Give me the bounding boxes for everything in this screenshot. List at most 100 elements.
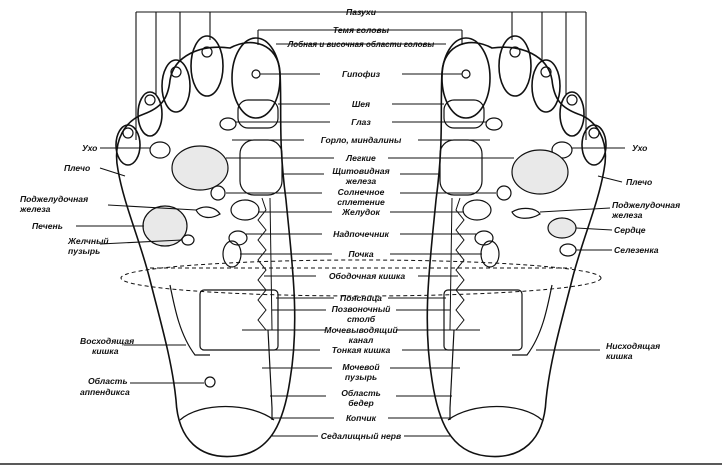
left-toe-3-point [170, 66, 182, 78]
left-stomach-zone [230, 199, 260, 221]
right-heel-zone [447, 406, 543, 421]
label-small-intestine: Тонкая кишка [332, 345, 391, 355]
left-toe-5-point [122, 127, 134, 139]
left-solar-plexus [210, 185, 226, 201]
label-appendix-1: Область [88, 376, 128, 386]
left-toe-5 [115, 124, 141, 166]
label-shoulder-right: Плечо [626, 177, 652, 187]
right-toe-5-point [588, 127, 600, 139]
label-bladder-2: пузырь [345, 372, 377, 382]
label-descending-1: Нисходящая [606, 341, 660, 351]
label-descending-2: кишка [606, 351, 633, 361]
label-crown: Темя головы [333, 25, 390, 35]
right-toe-3 [531, 59, 561, 113]
label-eye: Глаз [351, 117, 371, 127]
left-toe-4-point [144, 94, 156, 106]
right-toe-2 [498, 35, 532, 97]
label-adrenal: Надпочечник [333, 229, 389, 239]
left-toe-3 [161, 59, 191, 113]
label-lumbar: Поясница [340, 293, 382, 303]
label-ear-right: Ухо [632, 143, 647, 153]
label-spine-1: Позвоночный [332, 304, 392, 314]
label-solar-1: Солнечное [338, 187, 385, 197]
left-pituitary-point [251, 69, 261, 79]
right-toe-5 [581, 124, 607, 166]
label-ascending-1: Восходящая [80, 336, 134, 346]
label-gall-1: Желчный [67, 236, 109, 246]
left-big-toe [231, 37, 281, 119]
left-foot [115, 35, 296, 458]
right-stomach-zone [462, 199, 492, 221]
right-neck-zone [443, 99, 485, 129]
label-spine-2: столб [347, 314, 376, 324]
label-armpit: Пазухи [346, 7, 377, 17]
right-toe-2-point [509, 46, 521, 58]
label-neck: Шея [352, 99, 370, 109]
left-small-intestine [199, 289, 279, 351]
left-toe-4 [137, 91, 163, 137]
label-spleen: Селезенка [614, 245, 659, 255]
label-solar-2: сплетение [337, 197, 385, 207]
label-appendix-2: аппендикса [80, 387, 130, 397]
label-ureter-2: канал [349, 335, 374, 345]
label-heart: Сердце [614, 225, 646, 235]
left-neck-zone [237, 99, 279, 129]
label-ascending-2: кишка [92, 346, 119, 356]
right-toe-4-point [566, 94, 578, 106]
right-pituitary-point [461, 69, 471, 79]
left-toe-2-point [201, 46, 213, 58]
right-spleen-zone [559, 243, 577, 257]
right-eye-zone [485, 117, 503, 131]
left-adrenal-zone [228, 230, 248, 246]
label-thyroid-2: железа [345, 176, 377, 186]
label-hips-2: бедер [348, 398, 374, 408]
right-descending-colon [512, 284, 553, 356]
left-ear-zone [149, 141, 171, 159]
right-toe-3-point [540, 66, 552, 78]
label-colon: Ободочная кишка [329, 271, 406, 281]
left-appendix-point [204, 376, 216, 388]
right-big-toe [441, 37, 491, 119]
label-thyroid-1: Щитовидная [332, 166, 389, 176]
label-pituitary: Гипофиз [342, 69, 381, 79]
label-throat: Горло, миндалины [321, 135, 402, 145]
label-pancreas-right-1: Поджелудочная [612, 200, 680, 210]
label-stomach: Желудок [341, 207, 380, 217]
label-gall-2: пузырь [68, 246, 100, 256]
right-small-intestine [443, 289, 523, 351]
label-ear-left: Ухо [82, 143, 97, 153]
label-pancreas-left-2: железа [19, 204, 51, 214]
right-solar-plexus [496, 185, 512, 201]
leader-lines [76, 11, 625, 437]
label-hips-1: Область [341, 388, 381, 398]
left-foot-outline [115, 41, 296, 458]
left-spine [257, 197, 267, 331]
left-toe-2 [190, 35, 224, 97]
right-pancreas-zone [511, 207, 541, 219]
right-foot [426, 35, 607, 458]
label-lungs: Легкие [345, 153, 376, 163]
label-coccyx: Копчик [346, 413, 377, 423]
right-toe-4 [559, 91, 585, 137]
right-adrenal-zone [474, 230, 494, 246]
left-gallbladder-zone [181, 234, 195, 246]
label-ureter-1: Мочевыводящий [324, 325, 398, 335]
right-spine [455, 197, 465, 331]
label-kidney: Почка [348, 249, 373, 259]
right-heart-zone [547, 217, 577, 239]
left-ascending-colon [169, 284, 210, 356]
right-thyroid-zone [439, 139, 483, 196]
left-eye-zone [219, 117, 237, 131]
label-sciatic: Седалищный нерв [321, 431, 402, 441]
label-pancreas-left-1: Поджелудочная [20, 194, 88, 204]
right-lung-zone [511, 149, 569, 195]
left-heel-zone [179, 406, 275, 421]
label-liver: Печень [32, 221, 63, 231]
label-bladder-1: Мочевой [342, 362, 380, 372]
label-shoulder-left: Плечо [64, 163, 90, 173]
left-lung-zone [171, 145, 229, 191]
colon-band [120, 259, 602, 297]
label-forehead: Лобная и височная области головы [287, 40, 435, 49]
left-thyroid-zone [239, 139, 283, 196]
